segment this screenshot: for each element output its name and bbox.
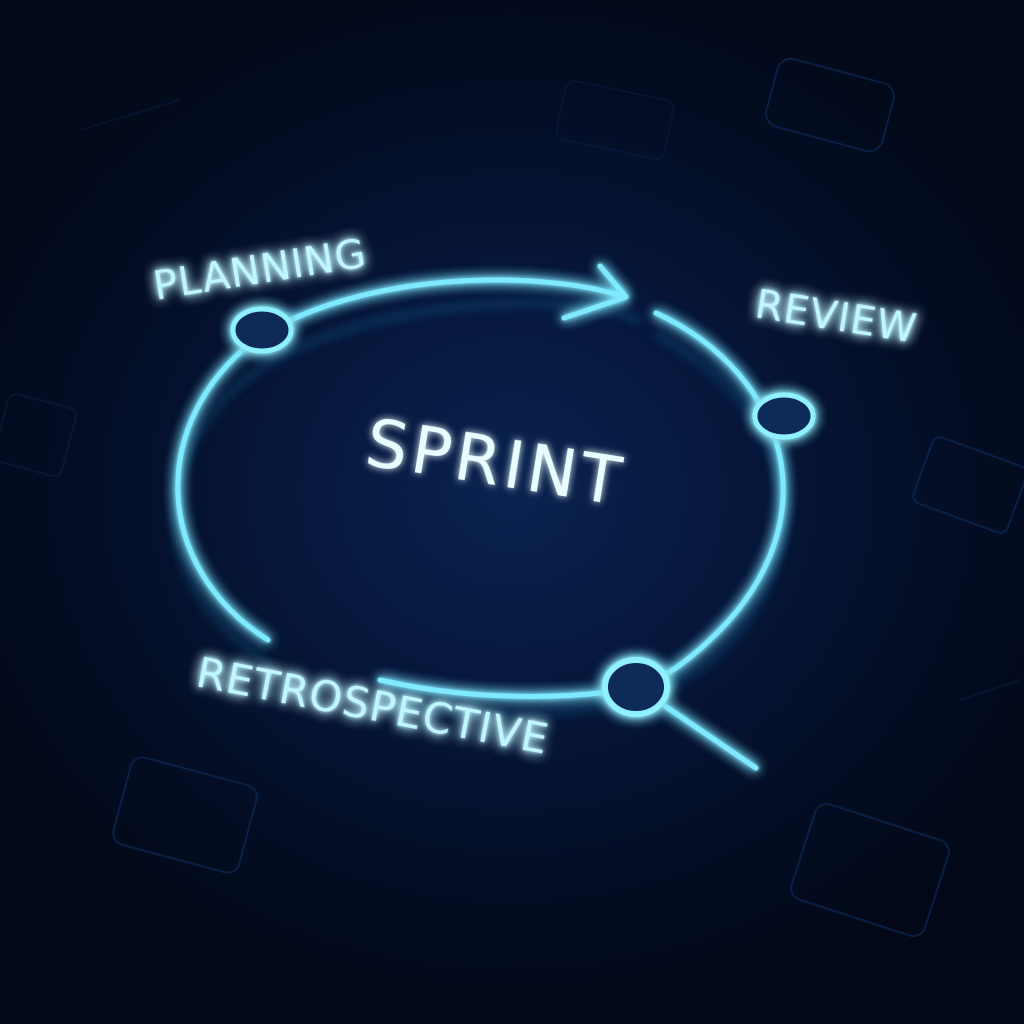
decor-line	[959, 679, 1021, 701]
retrospective-node	[602, 657, 670, 717]
arrow-head-icon	[561, 263, 629, 321]
stage-label-review: REVIEW	[752, 282, 920, 353]
background-decor	[0, 57, 1024, 938]
stage-nodes	[230, 306, 816, 717]
decor-panel	[765, 57, 895, 153]
loop-arc-bottom	[377, 677, 613, 699]
loop-arc-right	[653, 310, 786, 681]
loop-tail	[662, 703, 759, 771]
decor-panel	[912, 436, 1024, 534]
decor-panel	[112, 756, 258, 874]
stage-label-planning: PLANNING	[150, 231, 370, 310]
review-node	[752, 392, 816, 440]
center-label: SPRINT	[361, 404, 631, 521]
planning-node	[230, 306, 294, 354]
stage-label-retrospective: RETROSPECTIVE	[192, 648, 553, 764]
decor-panel	[790, 802, 950, 938]
decor-line	[79, 99, 181, 131]
decor-panel	[555, 80, 675, 160]
loop-reflection	[172, 300, 787, 717]
sprint-loop	[175, 263, 786, 771]
decor-panel	[0, 392, 78, 478]
